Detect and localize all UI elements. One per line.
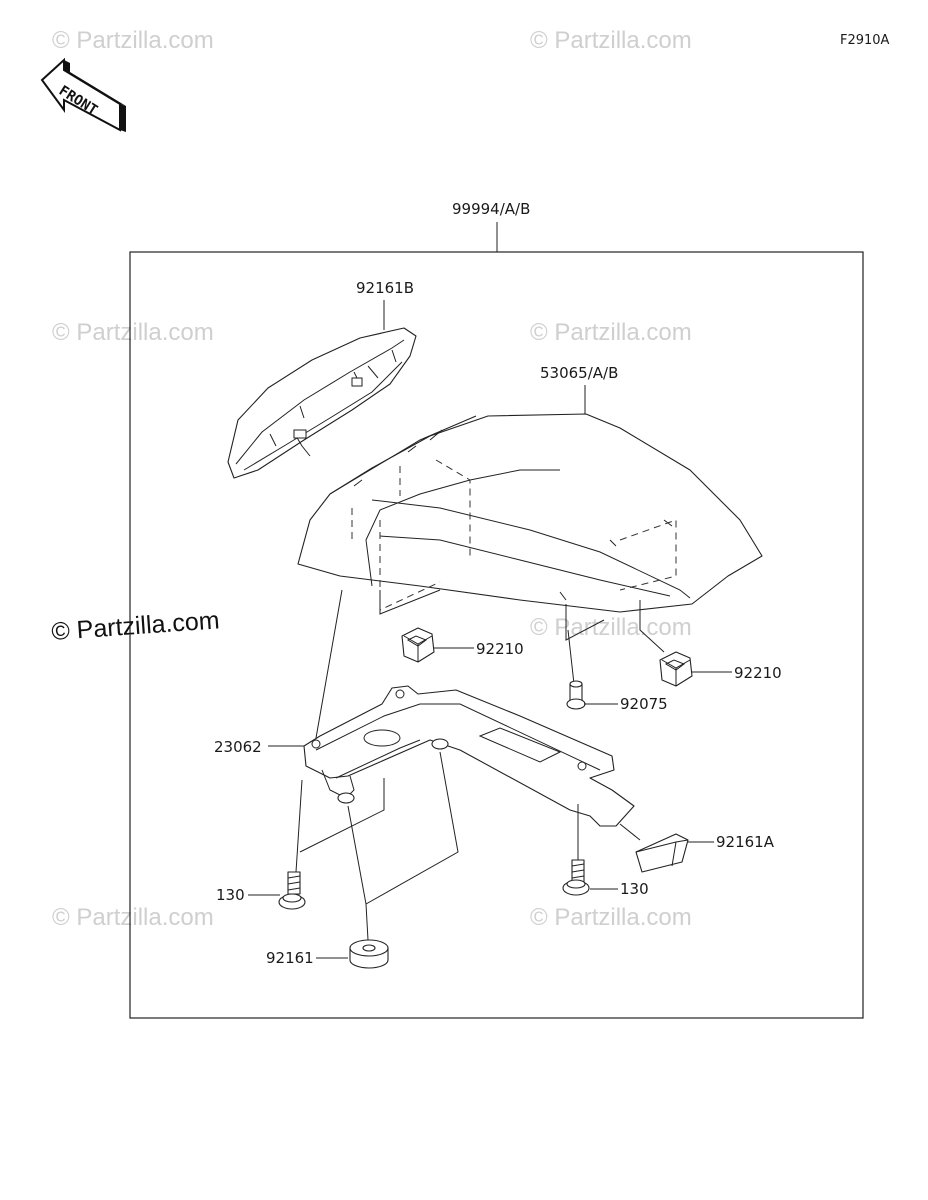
leader-line <box>619 823 641 841</box>
damper-part <box>349 939 389 969</box>
leader-line <box>295 779 303 873</box>
leader-line <box>379 589 441 615</box>
leader-line <box>639 600 665 653</box>
callout-bracket: 23062 <box>214 738 262 756</box>
front-arrow-icon: FRONT <box>40 57 126 132</box>
nut-right-part <box>659 651 693 687</box>
leader-line <box>567 629 575 685</box>
callout-bolt-left: 130 <box>216 886 245 904</box>
callout-damper: 92161 <box>266 949 314 967</box>
callout-nut-right: 92210 <box>734 664 782 682</box>
callout-bolt-right: 130 <box>620 880 649 898</box>
watermark: © Partzilla.com <box>52 319 214 346</box>
watermark: © Partzilla.com <box>530 614 692 641</box>
watermark: © Partzilla.com <box>52 27 214 54</box>
rear-pad-part <box>635 833 689 873</box>
seat-cover-part <box>297 413 763 613</box>
watermark: © Partzilla.com <box>530 319 692 346</box>
figure-code: F2910A <box>840 33 890 48</box>
bolt-left-part <box>278 871 306 910</box>
watermark: © Partzilla.com <box>530 27 692 54</box>
callout-kit: 99994/A/B <box>452 200 530 218</box>
watermark: © Partzilla.com <box>530 904 692 931</box>
bolt-right-part <box>562 859 590 896</box>
watermark-dark: © Partzilla.com <box>50 606 220 646</box>
leader-line <box>347 751 459 905</box>
nut-left-part <box>401 627 435 663</box>
callout-cover-pad: 92161B <box>356 279 414 297</box>
watermark-group: © Partzilla.com © Partzilla.com © Partzi… <box>50 27 691 931</box>
leader-line <box>315 589 343 739</box>
grommet-part <box>566 680 586 710</box>
callout-grommet: 92075 <box>620 695 668 713</box>
leader-line <box>365 903 369 941</box>
watermark: © Partzilla.com <box>52 904 214 931</box>
callout-nut-left: 92210 <box>476 640 524 658</box>
leader-line <box>565 604 605 641</box>
cover-pad-part <box>227 327 417 479</box>
leader-line <box>299 778 385 853</box>
callout-seat-cover: 53065/A/B <box>540 364 618 382</box>
callout-rear-pad: 92161A <box>716 833 775 851</box>
bracket-part <box>303 685 635 827</box>
kit-frame <box>129 251 864 1019</box>
